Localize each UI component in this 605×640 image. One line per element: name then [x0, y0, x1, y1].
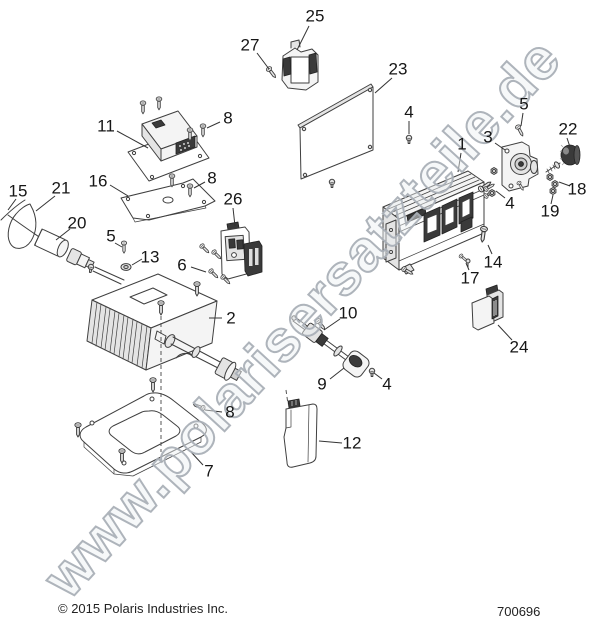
callout-13: 13: [140, 247, 160, 267]
callout-25: 25: [305, 6, 325, 26]
part-2-control-module-drawing: [86, 273, 242, 381]
callout-26: 26: [223, 189, 243, 209]
callout-14: 14: [483, 252, 503, 272]
part-11-module-drawing: [127, 96, 210, 182]
callout-3: 3: [483, 127, 493, 147]
callout-4b: 4: [382, 374, 392, 394]
part-21-loop-drawing: [7, 203, 37, 249]
callout-27: 27: [240, 35, 260, 55]
part-5-screw-right-drawing: [514, 123, 526, 138]
part-7-mounting-plate-drawing: [74, 377, 207, 477]
callout-1: 1: [457, 134, 467, 154]
part-4-screw-top-drawing: [405, 134, 413, 144]
callout-7: 7: [204, 461, 214, 481]
callout-8a: 8: [223, 108, 233, 128]
cover-dashed-line: [285, 389, 289, 405]
callout-23: 23: [388, 59, 408, 79]
callout-11: 11: [97, 116, 115, 136]
callout-8c: 8: [225, 402, 235, 422]
part-3-bracket-drawing: [501, 141, 539, 192]
part-4-screw-bottom-drawing: [368, 367, 376, 377]
copyright-text: © 2015 Polaris Industries Inc.: [58, 601, 228, 616]
callout-22: 22: [558, 119, 578, 139]
callout-2: 2: [226, 308, 236, 328]
part-13-nut-drawing: [120, 263, 132, 271]
callout-5b: 5: [106, 226, 116, 246]
part-1-control-module-drawing: [382, 170, 485, 277]
callout-17: 17: [460, 268, 480, 288]
part-12-cover-drawing: [283, 398, 318, 468]
callout-10: 10: [338, 303, 358, 323]
part-15-antenna-cable-drawing: [0, 199, 46, 242]
part-9-10-cable-assembly-drawing: [291, 315, 370, 378]
callout-18: 18: [567, 179, 587, 199]
leader-lines: [7, 25, 571, 466]
callout-12: 12: [342, 433, 362, 453]
diagram-part-number: 700696: [497, 604, 541, 619]
part-27-screw-drawing: [265, 65, 279, 80]
part-17-fastener-drawing: [458, 252, 471, 268]
part-25-module-drawing: [281, 39, 319, 91]
callout-16: 16: [88, 171, 108, 191]
callout-8b: 8: [207, 168, 217, 188]
part-24-module-drawing: [471, 284, 504, 331]
part-22-knob-drawing: [545, 144, 581, 174]
part-20-cap-drawing: [34, 228, 69, 258]
callout-15: 15: [8, 181, 28, 201]
callout-21: 21: [51, 178, 71, 198]
part-26-module-drawing: [220, 221, 263, 280]
callout-19: 19: [540, 201, 560, 221]
part-5-screw-drawing: [120, 240, 128, 254]
callout-4c: 4: [505, 193, 515, 213]
part-16-plate-drawing: [120, 173, 216, 223]
callout-6: 6: [177, 255, 187, 275]
callout-9: 9: [317, 374, 327, 394]
part-18-19-nuts-drawing: [546, 173, 559, 195]
callout-5a: 5: [519, 94, 529, 114]
callout-20: 20: [67, 213, 87, 233]
callout-24: 24: [509, 337, 529, 357]
part-23-panel-drawing: [297, 83, 374, 188]
cable-connector-drawing: [66, 248, 125, 285]
callout-4a: 4: [404, 102, 414, 122]
part-2-shaft-drawing: [154, 330, 242, 381]
